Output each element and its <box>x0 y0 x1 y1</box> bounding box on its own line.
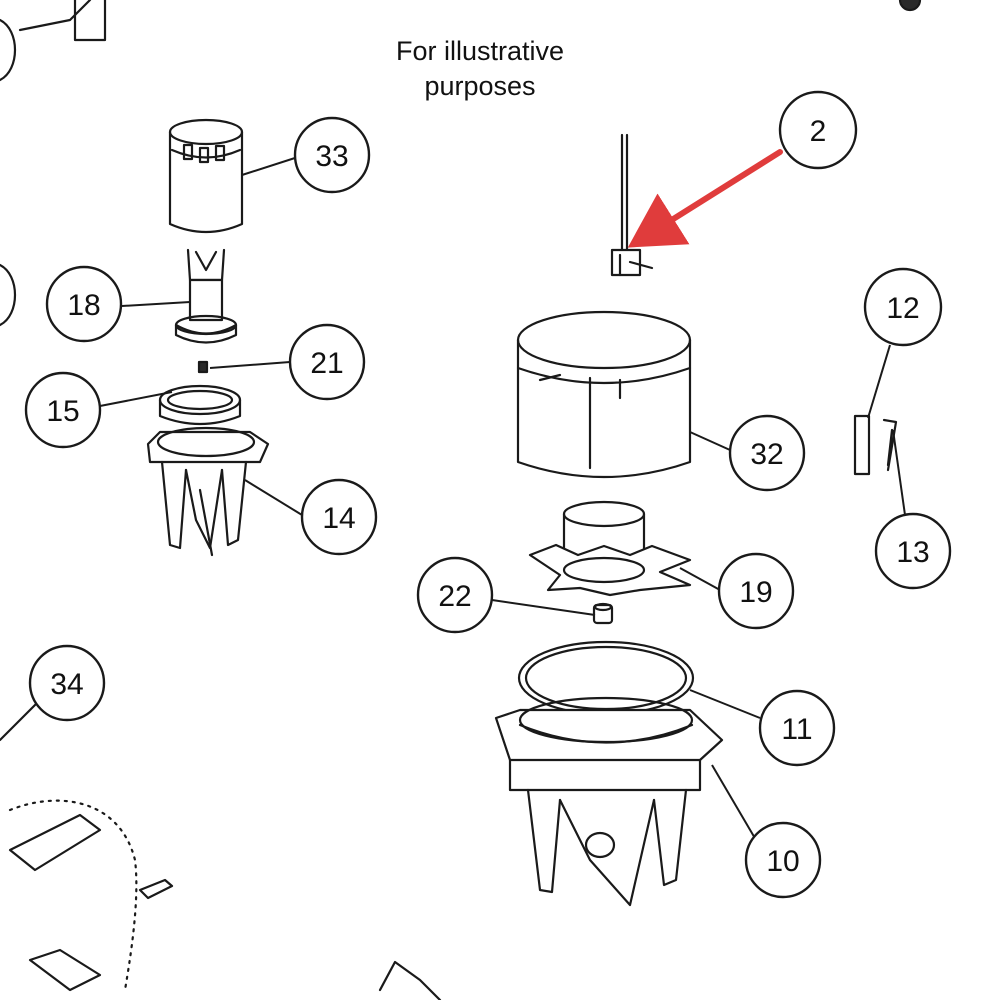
caption-line-1: For illustrative <box>395 36 565 66</box>
callout-34: 34 <box>28 644 106 722</box>
edge-part-fragment-top <box>73 0 107 42</box>
leader-lines <box>99 156 906 841</box>
illustrative-caption: For illustrative purposes <box>330 34 630 104</box>
callout-32: 32 <box>728 414 806 492</box>
part-18-valve <box>174 248 238 344</box>
callout-21: 21 <box>288 323 366 401</box>
callout-10-label: 10 <box>766 845 799 878</box>
callout-12-label: 12 <box>886 292 919 325</box>
callout-14-label: 14 <box>322 502 355 535</box>
callout-19-label: 19 <box>739 576 772 609</box>
callout-33-label: 33 <box>315 140 348 173</box>
highlight-arrow <box>627 149 783 248</box>
leader-13 <box>892 429 906 516</box>
leader-22 <box>491 599 596 616</box>
part-10-housing <box>494 696 724 907</box>
edge-part-fragment-top-right <box>898 0 922 12</box>
part-14-housing <box>146 426 270 557</box>
part-12-clip <box>853 414 871 476</box>
part-34-assembly <box>0 698 442 1000</box>
callout-11: 11 <box>758 689 836 767</box>
edge-callout-fragment-left <box>0 263 17 327</box>
part-2-probe <box>610 133 654 277</box>
callout-18: 18 <box>45 265 123 343</box>
leader-33 <box>241 156 299 176</box>
callout-19: 19 <box>717 552 795 630</box>
caption-line-2: purposes <box>424 71 536 101</box>
callout-32-label: 32 <box>750 438 783 471</box>
callout-14: 14 <box>300 478 378 556</box>
part-21-spring <box>197 360 209 374</box>
callout-10: 10 <box>744 821 822 899</box>
callout-21-label: 21 <box>310 347 343 380</box>
leader-15 <box>99 391 173 407</box>
edge-fragments <box>0 0 922 327</box>
leader-10 <box>711 764 757 841</box>
callout-18-label: 18 <box>67 289 100 322</box>
callout-34-label: 34 <box>50 668 83 701</box>
part-33-cap <box>168 118 244 234</box>
part-32-motor-cover <box>516 310 692 479</box>
callout-11-label: 11 <box>781 713 812 746</box>
callout-33: 33 <box>293 116 371 194</box>
edge-leader-fragment-top-left <box>18 0 92 32</box>
callout-12: 12 <box>863 267 943 347</box>
callout-15-label: 15 <box>46 395 79 428</box>
callout-2-label: 2 <box>810 115 827 148</box>
part-13-spring <box>882 418 898 472</box>
edge-callout-fragment-top-left <box>0 18 17 82</box>
leader-12 <box>867 344 891 419</box>
part-15-gasket <box>158 384 242 426</box>
leader-21 <box>209 361 291 369</box>
leader-14 <box>244 479 303 516</box>
part-22-nut <box>592 602 614 625</box>
leader-32 <box>689 431 731 451</box>
part-11-o-ring <box>517 640 695 716</box>
leader-11 <box>689 689 761 719</box>
callout-2: 2 <box>778 90 858 170</box>
callout-22-label: 22 <box>438 580 471 613</box>
callout-13: 13 <box>874 512 952 590</box>
callout-22: 22 <box>416 556 494 634</box>
leader-18 <box>121 301 191 307</box>
leader-19 <box>679 567 721 591</box>
callout-15: 15 <box>24 371 102 449</box>
callout-13-label: 13 <box>896 536 929 569</box>
part-19-impeller <box>528 500 692 597</box>
